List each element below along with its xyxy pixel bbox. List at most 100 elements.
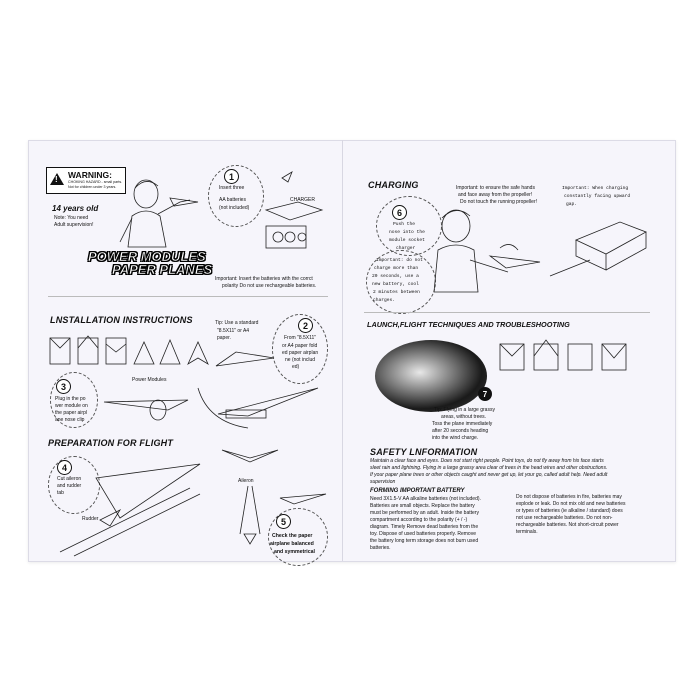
step-4-line-3: tab xyxy=(57,490,64,496)
step-2-line-2: or A4 paper fold xyxy=(282,343,318,349)
step-7-badge: 7 xyxy=(478,387,492,401)
launch-heading: LAUNCH,FLIGHT TECHNIQUES AND TROUBLESHOO… xyxy=(367,320,570,329)
tip-paper-line-3: paper. xyxy=(217,335,231,341)
step-1-badge: 1 xyxy=(224,169,239,184)
charger-box-illustration xyxy=(549,221,647,277)
battery-left-line-2: Batteries are small objects. Replace the… xyxy=(370,503,475,509)
launch-planes-illustration xyxy=(499,339,627,371)
important-polarity-line-1: Important: Insert the batteries with the… xyxy=(215,276,313,282)
safety-line-2: sleet rain and lightning. Flying in a la… xyxy=(370,465,608,471)
step-2-line-1: From "8.5X11" xyxy=(284,335,317,341)
right-divider-1 xyxy=(364,312,650,313)
battery-charger-illustration xyxy=(264,171,324,249)
banner-line-1: POWER MODULES xyxy=(88,249,206,264)
step-4-line-2: and rudder xyxy=(57,483,82,489)
step-3-line-4: ane nose clip xyxy=(55,417,85,423)
battery-right-line-4: not use rechargeable batteries. Do not n… xyxy=(516,515,613,521)
important-charging-line-2: constantly facing upward xyxy=(564,194,631,199)
banner-line-2: PAPER PLANES xyxy=(112,262,213,277)
step-7-tip-line-2: areas, without trees. xyxy=(441,414,487,420)
power-modules-label: Power Modules xyxy=(132,377,167,383)
step-2-line-4: ne (not includ xyxy=(285,357,316,363)
note-line-1: Note: You need xyxy=(54,215,89,221)
child-charging-illustration xyxy=(433,209,541,293)
step-7-tip-line-5: into the wind charge. xyxy=(432,435,479,441)
step-3-badge: 3 xyxy=(56,379,71,394)
flight-photo xyxy=(375,340,487,412)
important-safe-line-2: and face away from the propeller! xyxy=(458,192,533,198)
important-charging-line-1: Important: When charging xyxy=(562,186,629,191)
step-7-tip-line-4: after 20 seconds heading xyxy=(432,428,489,434)
warning-title: WARNING: xyxy=(68,170,112,180)
aileron-label: Aileron xyxy=(238,478,254,484)
preparation-heading: PREPARATION FOR FLIGHT xyxy=(48,438,174,448)
step-2-line-3: ed paper airplan xyxy=(282,350,319,356)
battery-right-line-5: rechargeable batteries. Not short-circui… xyxy=(516,522,619,528)
warning-box: WARNING: CHOKING HAZARD - small parts. N… xyxy=(46,167,126,194)
safety-heading: SAFETY LNFORMATION xyxy=(370,447,478,457)
center-fold xyxy=(342,140,343,561)
step-5-line-2: airplane balanced xyxy=(270,541,314,547)
important-polarity-line-2: polarity Do not use rechargeable batteri… xyxy=(222,283,317,289)
important-time-line-3: 20 seconds, use a xyxy=(372,274,419,279)
step-3-dashed-circle xyxy=(50,372,98,428)
step-1-line-2: AA batteries xyxy=(219,197,246,203)
safety-line-4: supervision xyxy=(370,479,396,485)
important-time-line-4: new battery, cool xyxy=(372,282,419,287)
warning-line-2: Not for children under 3 years. xyxy=(68,184,117,189)
step-7-tip-line-1: Tip: Flying in a large grassy xyxy=(434,407,495,413)
tip-paper-line-2: "8.5X11" or A4 xyxy=(217,328,250,334)
age-label: 14 years old xyxy=(52,204,99,213)
charger-label: CHARGER xyxy=(290,197,316,203)
step-6-line-2: nose into the xyxy=(389,230,425,235)
step-6-badge: 6 xyxy=(392,205,407,220)
step-3-line-2: wer module on xyxy=(55,403,88,409)
step-5-dashed-circle xyxy=(268,508,328,566)
cut-aileron-illustration xyxy=(59,463,201,557)
installation-heading: LNSTALLATION INSTRUCTIONS xyxy=(50,315,193,325)
important-time-line-6: charges. xyxy=(373,298,396,303)
step-3-line-3: the paper airpl xyxy=(55,410,87,416)
battery-left-line-5: diagram. Timely Remove dead batteries fr… xyxy=(370,524,479,530)
module-insertion-illustration xyxy=(103,387,319,429)
step-3-line-1: Plug in the po xyxy=(55,396,86,402)
important-charging-line-3: gap. xyxy=(566,202,578,207)
boy-illustration xyxy=(119,179,199,248)
step-6-line-3: module socket xyxy=(389,238,425,243)
step-4-dashed-circle xyxy=(48,456,100,514)
step-5-line-3: and symmetrical xyxy=(274,549,315,555)
important-time-line-5: 2 minutes between xyxy=(373,290,420,295)
warning-line-1: CHOKING HAZARD - small parts. xyxy=(68,180,123,184)
important-safe-line-1: Important: to ensure the safe hands xyxy=(456,185,535,191)
warning-triangle-icon xyxy=(50,173,64,185)
step-2-badge: 2 xyxy=(298,318,313,333)
tip-paper-line-1: Tip: Use a standard xyxy=(215,320,259,326)
battery-left-line-6: toy. Dispose of used batteries properly.… xyxy=(370,531,476,537)
charging-heading: CHARGING xyxy=(368,180,419,190)
step-1-line-3: (not included) xyxy=(219,205,250,211)
important-time-dashed-circle xyxy=(366,250,436,314)
step-2-line-5: ed) xyxy=(292,364,300,370)
important-time-line-1: Important: do not xyxy=(376,258,423,263)
battery-left-line-8: batteries. xyxy=(370,545,391,551)
battery-right-line-1: Do not dispose of batteries in fire, bat… xyxy=(516,494,622,500)
step-4-badge: 4 xyxy=(57,460,72,475)
step-5-badge: 5 xyxy=(276,514,291,529)
step-7-tip-line-3: Toss the plane immediately xyxy=(432,421,493,427)
step-2-dashed-circle xyxy=(272,314,328,384)
battery-left-line-3: must be performed by an adult. Inside th… xyxy=(370,510,479,516)
folding-steps-illustration xyxy=(49,335,275,367)
battery-right-line-2: explode or leak. Do not mix old and new … xyxy=(516,501,626,507)
rudder-label: Rudder xyxy=(82,516,99,522)
important-safe-line-3: Do not touch the running propeller! xyxy=(460,199,537,205)
note-line-2: Adult supervision! xyxy=(54,222,94,228)
step-1-dashed-circle xyxy=(208,165,264,227)
battery-right-line-3: or types of batteries (ie alkaline / sta… xyxy=(516,508,623,514)
step-6-line-1: Push the xyxy=(393,222,416,227)
step-1-line-1: Insert three xyxy=(219,185,245,191)
step-5-line-1: Check the paper xyxy=(272,533,313,539)
battery-left-line-7: the battery long term storage does not b… xyxy=(370,538,479,544)
battery-left-line-1: Need 3X1.5-V AA alkaline batteries (not … xyxy=(370,496,481,502)
safety-line-3: If your paper plane trees or other objec… xyxy=(370,472,608,478)
important-time-line-2: charge more than xyxy=(374,266,419,271)
